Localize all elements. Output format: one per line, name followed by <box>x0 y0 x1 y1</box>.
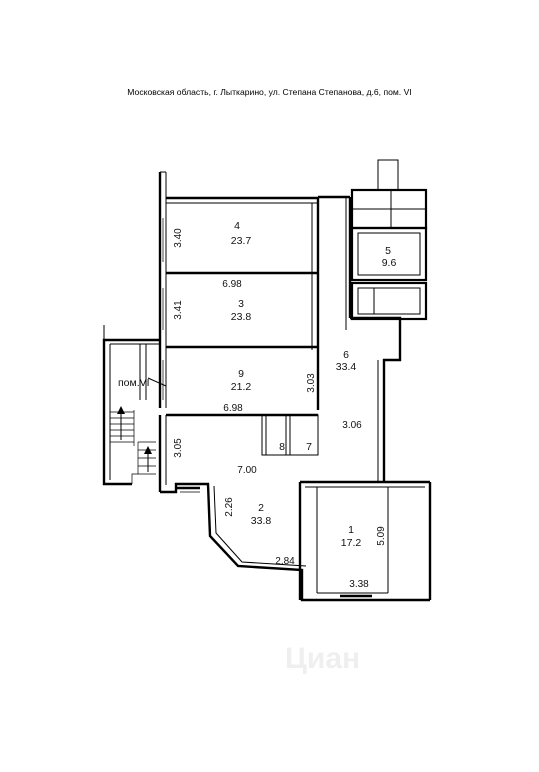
watermark: Циан <box>285 642 360 675</box>
stair-treads <box>110 410 156 484</box>
room-2-area: 33.8 <box>251 515 272 527</box>
dim-room2-height: 3.05 <box>173 438 184 458</box>
room-6-number: 6 <box>343 349 349 361</box>
room-1-area: 17.2 <box>341 537 362 549</box>
dim-room9-width: 6.98 <box>223 403 243 414</box>
room-9-area: 21.2 <box>231 381 252 393</box>
room-labels: 4 23.7 3 23.8 9 21.2 2 33.8 1 17.2 6 33.… <box>118 220 396 549</box>
room-5-area: 9.6 <box>382 257 397 269</box>
room-4-area: 23.7 <box>231 235 252 247</box>
room-3-area: 23.8 <box>231 311 252 323</box>
dim-room4-height: 3.40 <box>173 228 184 248</box>
dim-room6-inner: 3.06 <box>342 420 362 431</box>
outer-walls <box>102 171 432 602</box>
dim-room4-width: 6.98 <box>222 279 242 290</box>
dim-room2-width: 7.00 <box>237 465 257 476</box>
dim-room9-height: 3.03 <box>306 373 317 393</box>
dim-room2-bottom: 2.84 <box>275 556 295 567</box>
dim-room1-height: 5.09 <box>376 526 387 546</box>
room-7-number: 7 <box>306 441 312 453</box>
room-4-number: 4 <box>234 220 240 232</box>
page-caption: Московская область, г. Лыткарино, ул. Ст… <box>127 87 412 97</box>
premises-label: пом.VI <box>118 377 150 389</box>
right-shaft <box>350 159 428 321</box>
room-1-number: 1 <box>348 524 354 536</box>
room-6-area: 33.4 <box>336 361 357 373</box>
room-3-number: 3 <box>238 298 244 310</box>
dimension-labels: 3.40 6.98 3.41 3.03 6.98 3.05 7.00 2.26 … <box>173 228 387 590</box>
room-2-number: 2 <box>258 502 264 514</box>
room-5-number: 5 <box>385 245 391 257</box>
room-8-number: 8 <box>279 441 285 453</box>
dim-room2-inner: 2.26 <box>224 497 235 517</box>
dim-room3-height: 3.41 <box>173 300 184 320</box>
dim-room1-width: 3.38 <box>349 579 369 590</box>
room-9-number: 9 <box>238 368 244 380</box>
stair-arrow-icons <box>117 406 152 472</box>
